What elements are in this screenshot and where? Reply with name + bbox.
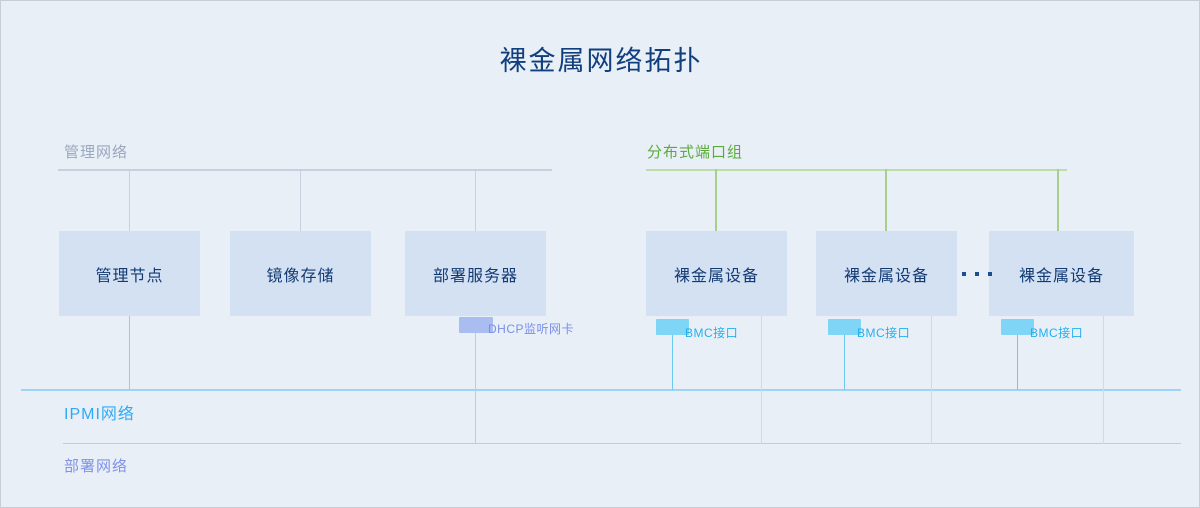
connector-bmc-port-1-to-ipmi <box>672 335 673 390</box>
node-bare-metal-2[interactable]: 裸金属设备 <box>816 231 957 316</box>
node-management-node[interactable]: 管理节点 <box>59 231 200 316</box>
interface-label-bmc-port-n: BMC接口 <box>1030 326 1084 340</box>
bus-line-ipmi-network <box>21 389 1181 391</box>
connector-bare-metal-1-to-deployment-network <box>761 316 762 444</box>
connector-management-node-to-ipmi <box>129 316 130 390</box>
connector-dpg-to-bare-metal-2 <box>885 169 887 231</box>
connector-mgmt-to-deployment-server <box>475 169 476 231</box>
connector-dpg-to-bare-metal-n <box>1057 169 1059 231</box>
zone-label-ipmi-network: IPMI网络 <box>64 406 135 423</box>
interface-chip-bmc-port-2[interactable] <box>828 319 861 335</box>
interface-chip-bmc-port-n[interactable] <box>1001 319 1034 335</box>
zone-label-deployment-network: 部署网络 <box>64 458 129 475</box>
ellipsis-dot <box>975 272 979 276</box>
interface-chip-dhcp-nic[interactable] <box>459 317 493 333</box>
connector-bmc-port-2-to-ipmi <box>844 335 845 390</box>
node-bare-metal-n[interactable]: 裸金属设备 <box>989 231 1134 316</box>
connector-mgmt-to-image-storage <box>300 169 301 231</box>
node-label: 管理节点 <box>95 267 164 285</box>
connector-mgmt-to-management-node <box>129 169 130 231</box>
node-bare-metal-1[interactable]: 裸金属设备 <box>646 231 787 316</box>
bus-line-distributed-port-group <box>646 169 1067 171</box>
node-image-storage[interactable]: 镜像存储 <box>230 231 371 316</box>
node-deployment-server[interactable]: 部署服务器 <box>405 231 546 316</box>
node-label: 裸金属设备 <box>1018 267 1104 285</box>
interface-label-bmc-port-1: BMC接口 <box>685 326 739 340</box>
interface-label-bmc-port-2: BMC接口 <box>857 326 911 340</box>
connector-bmc-port-n-to-ipmi <box>1017 335 1018 390</box>
page-title: 裸金属网络拓扑 <box>499 46 703 76</box>
bus-line-deployment-network <box>63 443 1181 444</box>
interface-label-dhcp-nic: DHCP监听网卡 <box>488 322 575 336</box>
node-label: 裸金属设备 <box>843 267 929 285</box>
interface-chip-bmc-port-1[interactable] <box>656 319 689 335</box>
node-label: 部署服务器 <box>432 267 518 285</box>
zone-label-distributed-port-group: 分布式端口组 <box>647 144 744 161</box>
connector-dpg-to-bare-metal-1 <box>715 169 717 231</box>
ellipsis-more-devices <box>962 272 992 276</box>
connector-bare-metal-n-to-deployment-network <box>1103 316 1104 444</box>
connector-bare-metal-2-to-deployment-network <box>931 316 932 444</box>
node-label: 镜像存储 <box>266 267 335 285</box>
zone-label-management-network: 管理网络 <box>64 144 129 161</box>
connector-dhcp-nic-to-deployment-network <box>475 333 476 444</box>
node-label: 裸金属设备 <box>673 267 759 285</box>
bus-line-management-network <box>58 169 552 171</box>
ellipsis-dot <box>988 272 992 276</box>
ellipsis-dot <box>962 272 966 276</box>
